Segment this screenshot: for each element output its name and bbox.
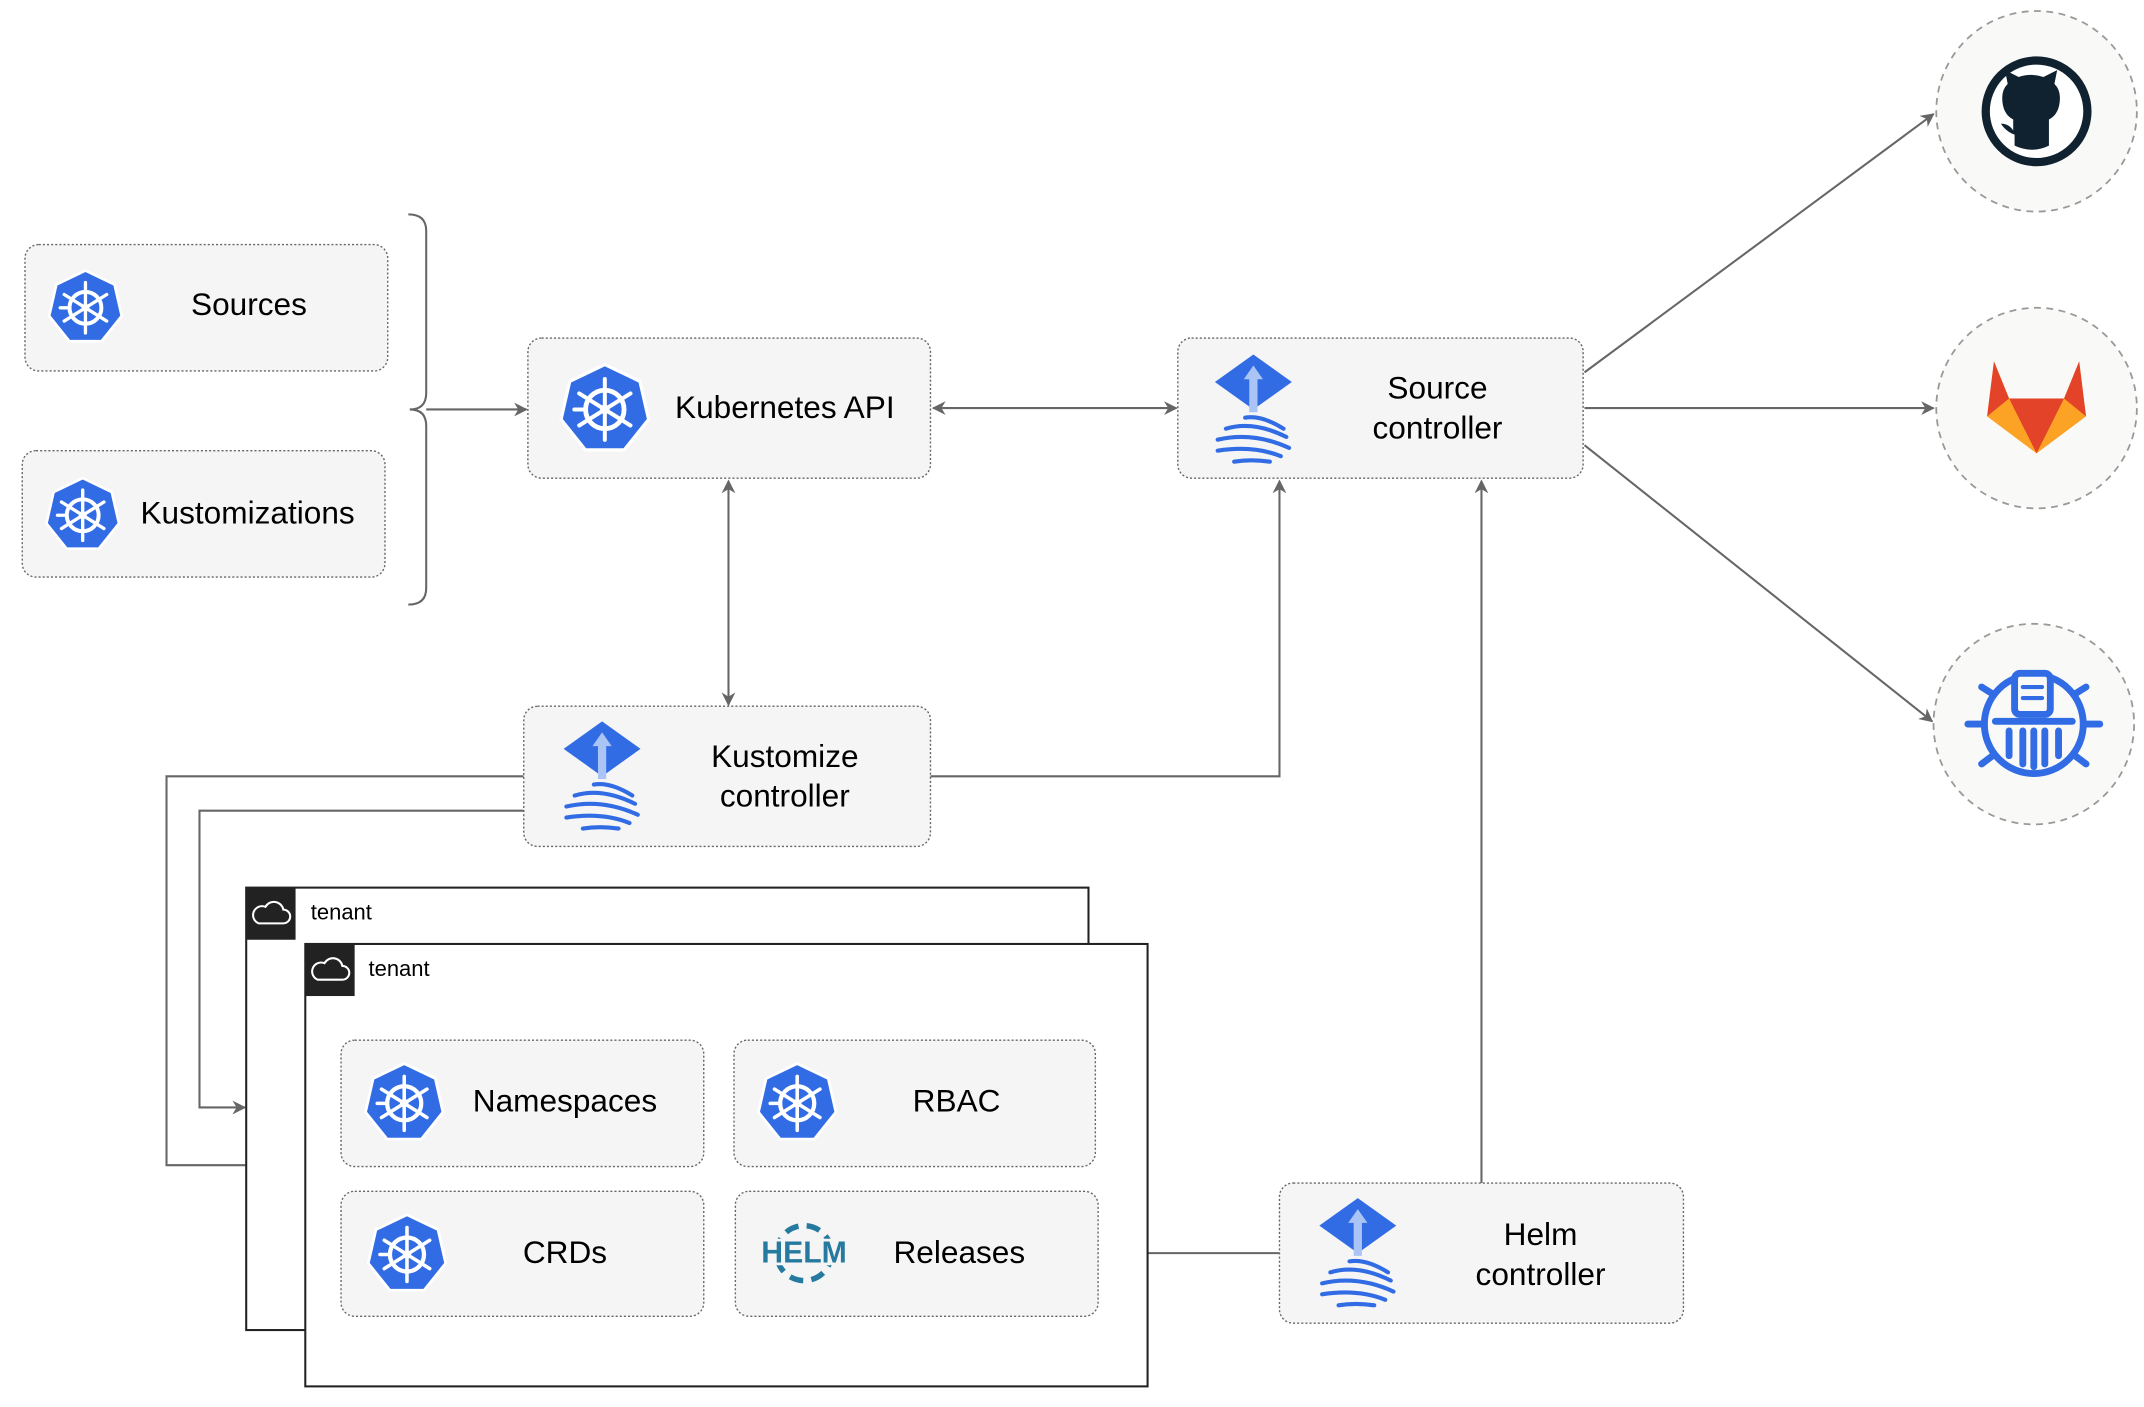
kustomizations-label: Kustomizations: [140, 495, 354, 531]
github-source[interactable]: [1935, 10, 2138, 213]
edge-source-bucket: [1583, 444, 1934, 723]
gitlab-icon: [1987, 361, 2087, 454]
kustomize-controller-node[interactable]: Kustomize controller: [523, 705, 932, 848]
namespaces-node[interactable]: Namespaces: [340, 1039, 705, 1168]
grouping-bracket: [408, 213, 428, 606]
helm-logo-text: HELM: [761, 1236, 847, 1269]
cloud-icon: [246, 887, 296, 940]
releases-node[interactable]: HELM Releases: [734, 1190, 1099, 1318]
namespaces-label: Namespaces: [473, 1083, 657, 1119]
source-controller-node[interactable]: Source controller: [1177, 337, 1584, 479]
source-controller-label-2: controller: [1373, 409, 1503, 445]
kustomize-controller-label-2: controller: [720, 778, 850, 814]
github-icon: [1981, 56, 2092, 167]
cloud-icon: [305, 943, 355, 997]
kustomizations-node[interactable]: Kustomizations: [21, 449, 386, 578]
kubernetes-api-label: Kubernetes API: [675, 389, 895, 425]
edge-kustomize-source: [930, 479, 1287, 778]
rbac-node[interactable]: RBAC: [733, 1039, 1097, 1168]
kubernetes-api-node[interactable]: Kubernetes API: [527, 337, 932, 479]
rbac-label: RBAC: [913, 1083, 1001, 1119]
tenant-label: tenant: [311, 900, 372, 925]
bucket-source[interactable]: [1932, 622, 2136, 826]
sources-label: Sources: [191, 286, 307, 322]
edge-kustomize-tenant-back: [198, 809, 524, 1115]
helm-controller-label-2: controller: [1476, 1256, 1606, 1292]
crds-node[interactable]: CRDs: [340, 1190, 705, 1318]
gitlab-source[interactable]: [1935, 306, 2138, 510]
helm-icon: HELM: [759, 1222, 850, 1284]
bucket-icon: [1964, 669, 2104, 778]
sources-node[interactable]: Sources: [24, 243, 389, 372]
crds-label: CRDs: [523, 1234, 607, 1270]
helm-controller-node[interactable]: Helm controller: [1278, 1182, 1685, 1324]
source-controller-label-1: Source: [1387, 370, 1487, 406]
edge-kustomize-tenant-front: [165, 775, 524, 1173]
kustomize-controller-label-1: Kustomize: [711, 738, 858, 774]
edge-source-github: [1583, 113, 1935, 374]
helm-controller-label-1: Helm: [1504, 1216, 1578, 1252]
tenant-label: tenant: [369, 956, 430, 981]
releases-label: Releases: [893, 1234, 1025, 1270]
